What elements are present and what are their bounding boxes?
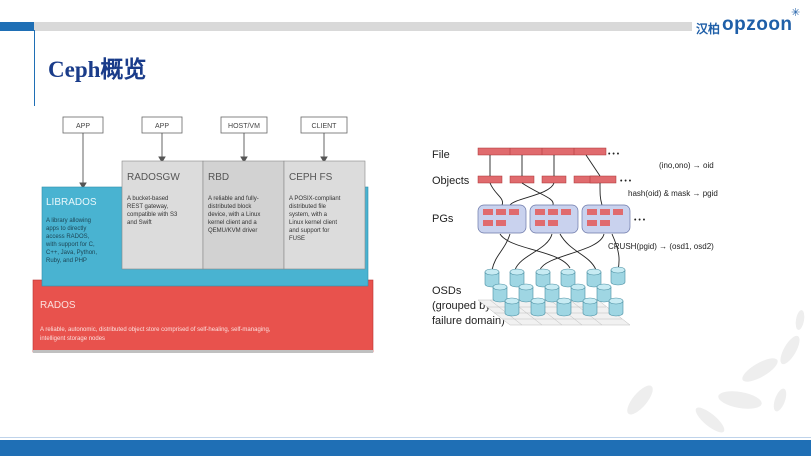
- rados-title: RADOS: [40, 300, 76, 311]
- title-rule: [34, 30, 35, 106]
- osd-icon: [596, 283, 612, 303]
- svg-text:A POSIX-compliant: A POSIX-compliant: [289, 196, 341, 202]
- svg-text:access RADOS,: access RADOS,: [46, 234, 90, 240]
- cephfs-title: CEPH FS: [289, 172, 333, 183]
- rados-box: [32, 279, 374, 353]
- rados-desc: intelligent storage nodes: [40, 336, 105, 342]
- rbd-box: [202, 160, 285, 270]
- client-label: APP: [155, 123, 169, 130]
- svg-text:and support for: and support for: [289, 228, 329, 234]
- svg-text:QEMU/KVM driver: QEMU/KVM driver: [208, 228, 257, 234]
- osd-icon: [484, 268, 500, 288]
- osd-icon: [504, 297, 520, 317]
- rbd-title: RBD: [208, 172, 229, 183]
- svg-text:and Swift: and Swift: [127, 220, 152, 226]
- osd-icon: [610, 266, 626, 286]
- client-arrows: [79, 133, 328, 189]
- osd-icon: [556, 297, 572, 317]
- cephfs-desc: A POSIX-compliant distributed file syste…: [289, 196, 341, 242]
- file-ellipsis: • • •: [608, 151, 620, 158]
- svg-text:system, with a: system, with a: [289, 212, 328, 218]
- svg-text:device, with a Linux: device, with a Linux: [208, 212, 260, 218]
- formula-crush: CRUSH(pgid) → (osd1, osd2): [608, 242, 714, 251]
- formula-oid: (ino,ono) → oid: [659, 161, 714, 170]
- svg-text:Ruby, and PHP: Ruby, and PHP: [46, 258, 87, 264]
- header-accent: [0, 22, 34, 31]
- osd-icon: [560, 268, 576, 288]
- pg-ellipsis: • • •: [634, 217, 646, 224]
- pg-group-2: [529, 204, 579, 234]
- objects-label: Objects: [432, 175, 470, 187]
- osd-icon: [544, 283, 560, 303]
- pg-group-1: [477, 204, 527, 234]
- osd-icon: [608, 297, 624, 317]
- file-label: File: [432, 149, 450, 161]
- client-label: HOST/VM: [228, 123, 260, 130]
- file-dividers: [509, 148, 575, 155]
- osd-icon: [586, 268, 602, 288]
- osd-icon: [509, 268, 525, 288]
- svg-text:A bucket-based: A bucket-based: [127, 196, 168, 202]
- osds-label: OSDs: [432, 285, 462, 297]
- osd-icon: [518, 283, 534, 303]
- footer-rule: [0, 437, 811, 438]
- footer-bar: [0, 440, 811, 456]
- client-hostvm: HOST/VM: [220, 116, 268, 134]
- osd-icon: [530, 297, 546, 317]
- svg-text:apps to directly: apps to directly: [46, 226, 86, 232]
- svg-text:A reliable and fully-: A reliable and fully-: [208, 196, 259, 202]
- svg-text:A library allowing: A library allowing: [46, 218, 91, 224]
- client-label: APP: [76, 123, 90, 130]
- osd-cylinders: [484, 266, 626, 317]
- cephfs-box: [283, 160, 366, 270]
- rbd-desc: A reliable and fully- distributed block …: [208, 196, 260, 234]
- svg-text:C++, Java, Python,: C++, Java, Python,: [46, 250, 97, 256]
- osds-label: failure domain): [432, 315, 505, 327]
- radosgw-desc: A bucket-based REST gateway, compatible …: [127, 196, 178, 226]
- brand-logo: 汉柏 opzoon ✳: [696, 7, 806, 40]
- librados-desc: A library allowing apps to directly acce…: [45, 218, 97, 264]
- osd-icon: [582, 297, 598, 317]
- radosgw-box: [121, 160, 204, 270]
- rados-desc: A reliable, autonomic, distributed objec…: [40, 327, 271, 333]
- svg-text:Linux kernel client: Linux kernel client: [289, 220, 337, 226]
- svg-text:REST gateway,: REST gateway,: [127, 204, 168, 210]
- radosgw-title: RADOSGW: [127, 172, 180, 183]
- star-icon: ✳: [791, 7, 801, 19]
- svg-text:compatible with S3: compatible with S3: [127, 212, 178, 218]
- svg-text:kernel client and a: kernel client and a: [208, 220, 257, 226]
- svg-text:distributed file: distributed file: [289, 204, 327, 210]
- svg-text:with support for C,: with support for C,: [45, 242, 95, 248]
- client-app-1: APP: [62, 116, 104, 134]
- object-bars: [477, 175, 617, 184]
- osds-label: (grouped by: [432, 300, 491, 312]
- page-title: Ceph概览: [48, 57, 147, 82]
- client-label: CLIENT: [312, 123, 338, 130]
- svg-text:FUSE: FUSE: [289, 236, 305, 242]
- formula-pgid: hash(oid) & mask → pgid: [628, 189, 718, 198]
- decorative-swirl: [627, 310, 805, 433]
- svg-text:distributed block: distributed block: [208, 204, 252, 210]
- librados-title: LIBRADOS: [46, 197, 97, 208]
- object-ellipsis: • • •: [620, 178, 632, 185]
- pg-group-3: [581, 204, 631, 234]
- pgs-label: PGs: [432, 213, 454, 225]
- header-bar: [0, 22, 692, 31]
- osd-icon: [492, 283, 508, 303]
- brand-cn: 汉柏: [696, 22, 721, 36]
- osd-icon: [570, 283, 586, 303]
- brand-en: opzoon: [722, 14, 793, 35]
